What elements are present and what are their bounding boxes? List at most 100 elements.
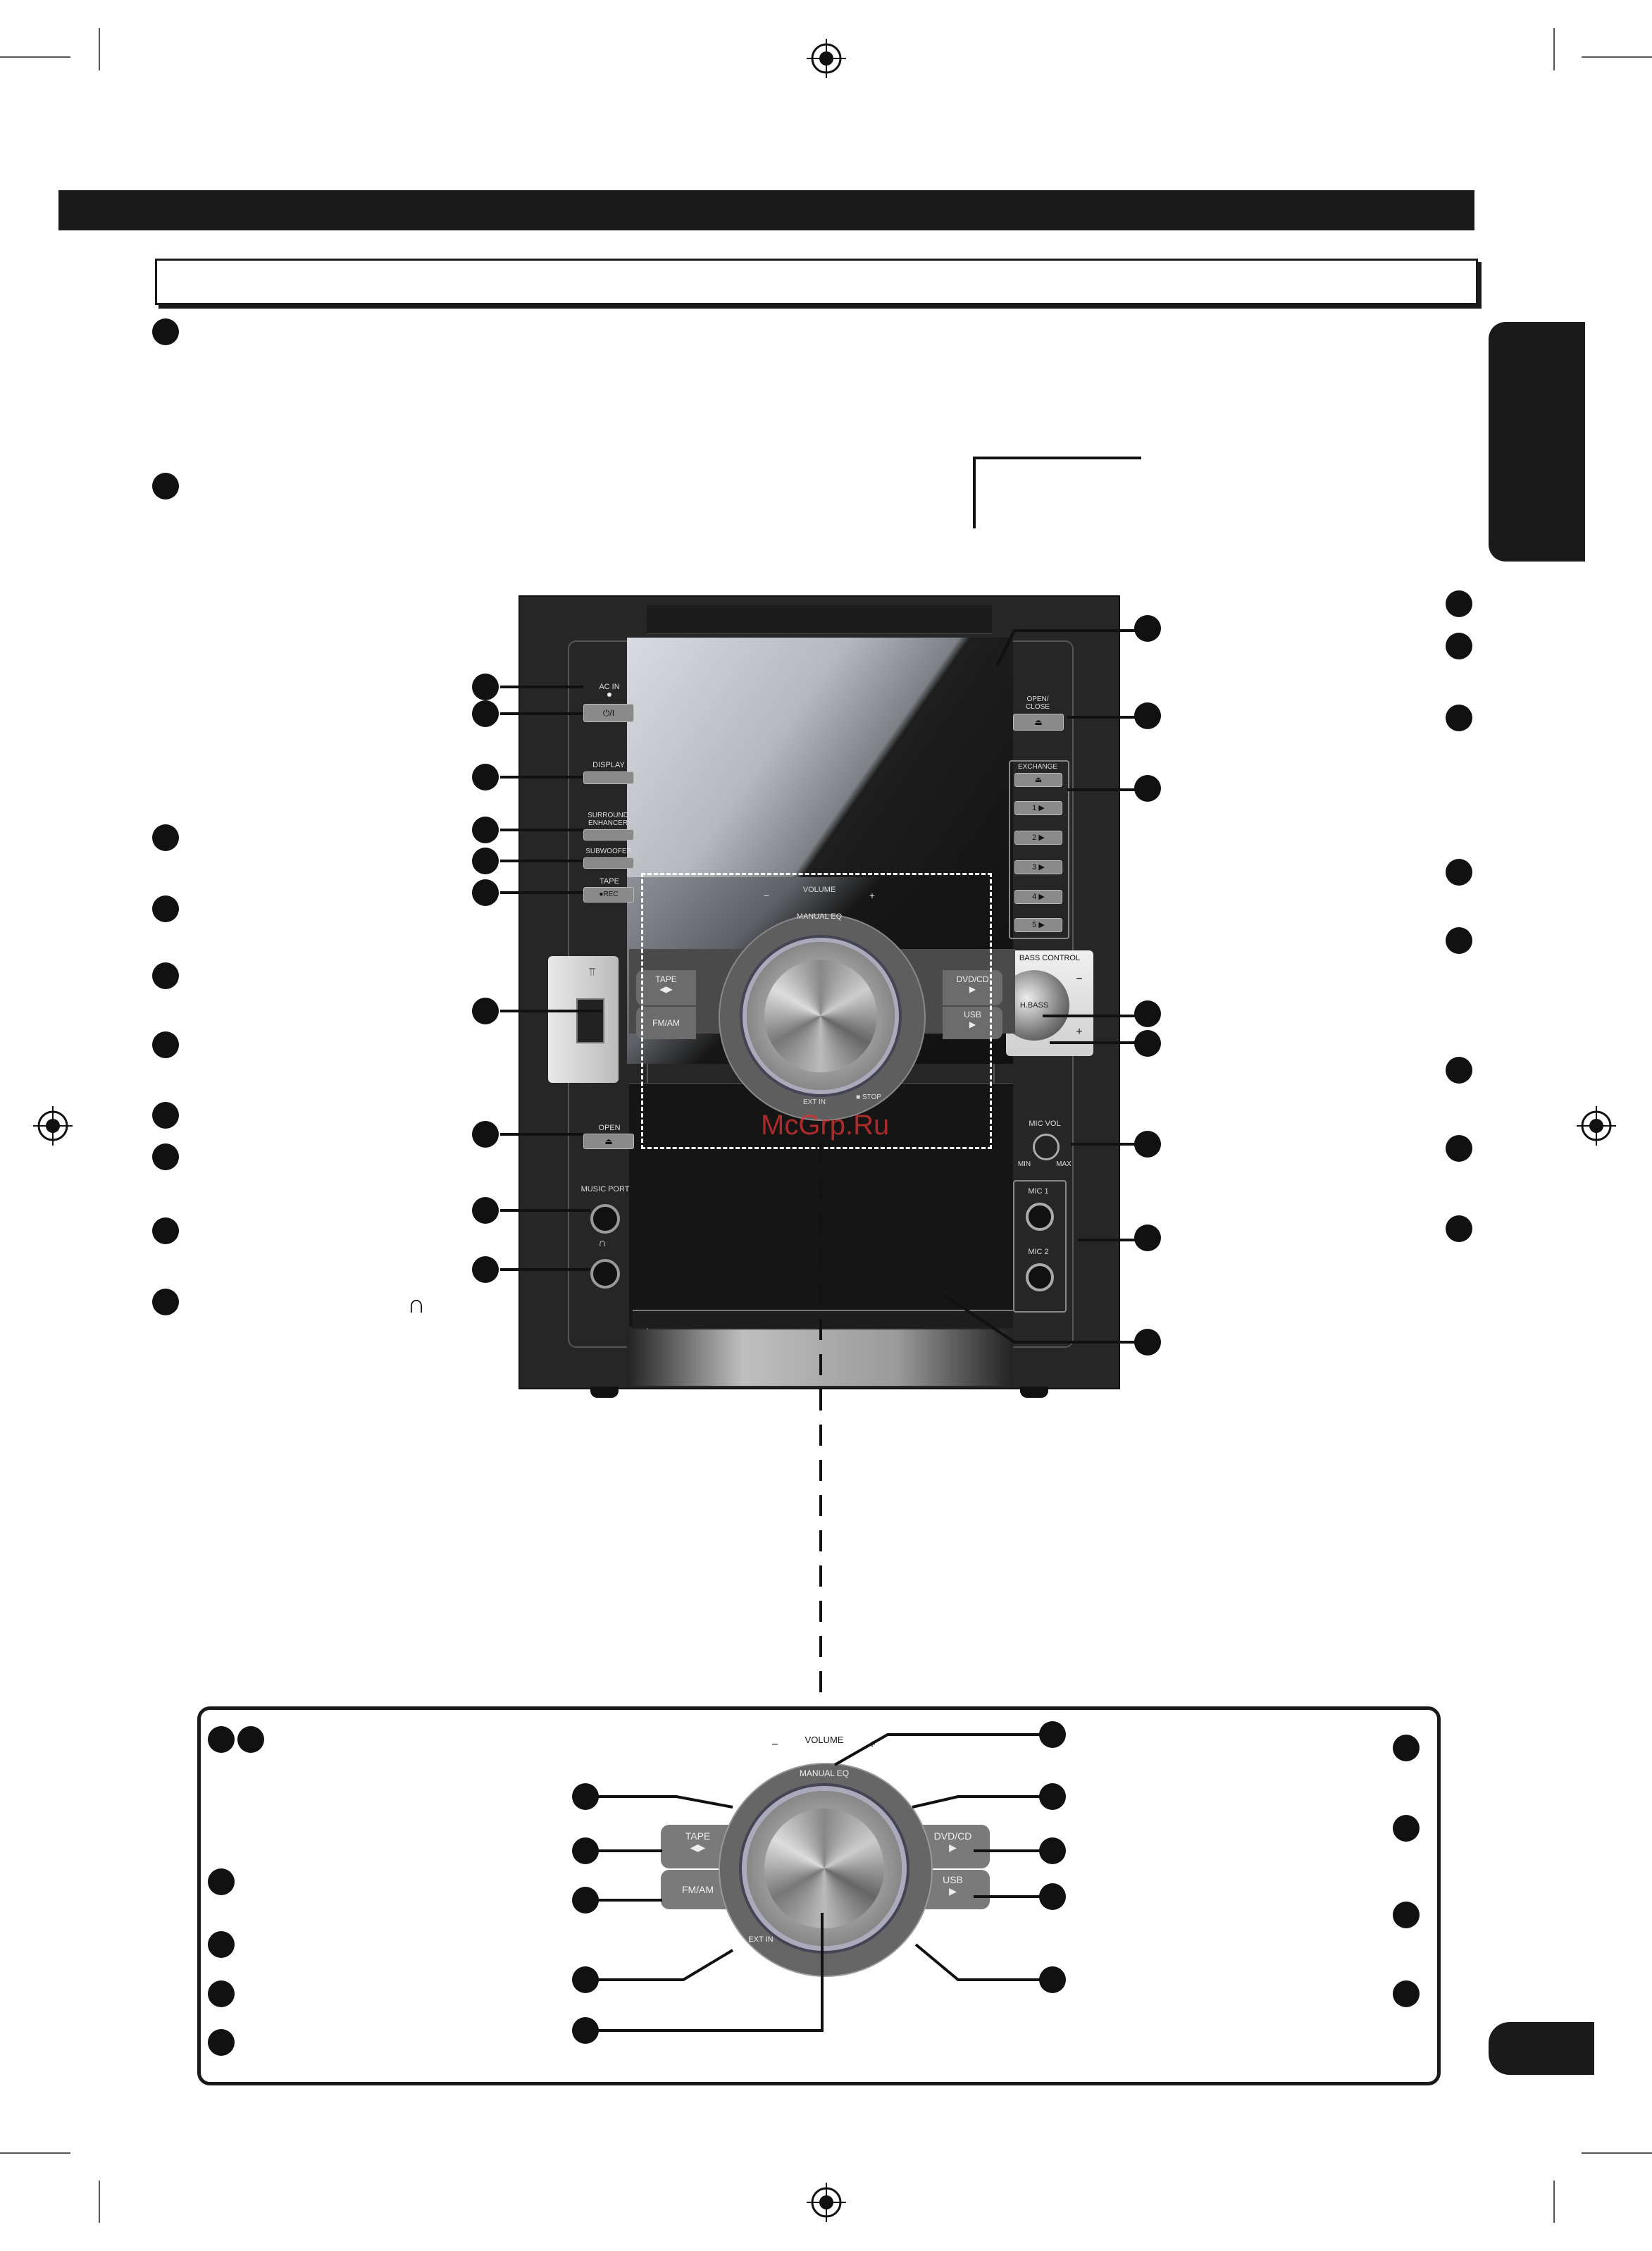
callout-marker — [1039, 1883, 1066, 1910]
bullet-marker — [152, 1102, 179, 1129]
registration-mark-icon — [33, 1106, 73, 1146]
usb-port-panel: ⫪ — [548, 956, 619, 1083]
mic-1-label: MIC 1 — [1028, 1187, 1049, 1196]
mic-2-jack[interactable] — [1026, 1263, 1054, 1291]
bullet-marker — [1446, 705, 1472, 731]
music-port-label: MUSIC PORT — [580, 1185, 630, 1193]
bullet-marker — [1446, 1135, 1472, 1162]
volume-plus-label: + — [869, 890, 876, 901]
open-label: OPEN — [598, 1124, 621, 1132]
language-side-tab — [1489, 322, 1585, 562]
detail-volume-knob[interactable] — [764, 1809, 884, 1928]
tape-button-label: TAPE — [655, 974, 677, 984]
cassette-open-button[interactable]: ⏏ — [583, 1134, 634, 1149]
callout-marker — [472, 998, 499, 1024]
bullet-marker — [152, 962, 179, 989]
ac-in-led — [607, 693, 611, 697]
disc-3-button[interactable]: 3 ▶ — [1014, 860, 1062, 874]
tape-rec-label: TAPE — [600, 877, 619, 886]
exchange-label: EXCHANGE — [1017, 763, 1058, 771]
open-close-label: OPEN/ CLOSE — [1026, 695, 1050, 711]
callout-marker — [1134, 1000, 1161, 1027]
mic-volume-knob[interactable] — [1033, 1134, 1060, 1160]
bullet-marker — [152, 1289, 179, 1315]
headphones-jack[interactable] — [590, 1259, 620, 1289]
crop-mark — [1582, 2152, 1652, 2154]
dvd-cd-button[interactable]: DVD/CD▶ — [943, 970, 1002, 1005]
foot — [590, 1387, 619, 1398]
detail-tape-symbol: ◀▶ — [690, 1842, 706, 1853]
usb-button-label: USB — [964, 1010, 981, 1019]
crop-mark — [99, 28, 100, 70]
bass-control-label: BASS CONTROL — [1019, 954, 1081, 962]
bullet-marker — [208, 1868, 235, 1895]
bullet-marker — [1446, 859, 1472, 886]
detail-volume-label: VOLUME — [805, 1735, 844, 1745]
callout-marker — [1039, 1783, 1066, 1810]
callout-marker — [1134, 1224, 1161, 1251]
watermark: McGrp.Ru — [761, 1110, 890, 1141]
mic-vol-label: MIC VOL — [1029, 1120, 1061, 1128]
power-button[interactable]: ⏻/I — [583, 704, 634, 722]
bullet-marker — [152, 824, 179, 851]
callout-marker — [1039, 1966, 1066, 1993]
detail-manual-eq-button[interactable]: MANUAL EQ — [799, 1768, 850, 1778]
crop-mark — [99, 2181, 100, 2223]
usb-icon: ⫪ — [589, 967, 596, 979]
dvd-cd-button-label: DVD/CD — [956, 974, 989, 984]
disc-5-button[interactable]: 5 ▶ — [1014, 918, 1062, 932]
callout-marker — [472, 879, 499, 906]
detail-ext-in-button[interactable]: EXT IN — [748, 1935, 774, 1944]
ac-in-label: AC IN — [599, 683, 620, 691]
registration-mark-icon — [807, 2183, 846, 2222]
usb-source-button[interactable]: USB▶ — [943, 1007, 1002, 1039]
disc-1-button[interactable]: 1 ▶ — [1014, 801, 1062, 815]
callout-marker — [472, 700, 499, 727]
volume-knob[interactable] — [764, 960, 877, 1072]
mic-max-label: MAX — [1056, 1160, 1072, 1168]
detail-usb-label: USB — [943, 1874, 963, 1885]
bullet-marker — [152, 1031, 179, 1058]
fm-am-button[interactable]: FM/AM — [636, 1007, 696, 1039]
bullet-marker — [152, 1143, 179, 1170]
bullet-marker — [1393, 1902, 1420, 1928]
music-port-jack[interactable] — [590, 1204, 620, 1234]
bullet-marker — [1446, 633, 1472, 659]
callout-marker — [572, 1966, 599, 1993]
stop-button[interactable]: ■ STOP — [856, 1093, 881, 1101]
callout-marker — [472, 674, 499, 700]
exchange-button[interactable]: ⏏ — [1014, 773, 1062, 787]
bullet-marker — [1446, 1215, 1472, 1242]
bullet-marker — [1393, 1815, 1420, 1842]
callout-marker — [1039, 1837, 1066, 1864]
display-button[interactable] — [583, 771, 634, 784]
mic-1-jack[interactable] — [1026, 1203, 1054, 1231]
bullet-marker — [1446, 927, 1472, 954]
bullet-marker — [152, 895, 179, 922]
disc-2-button[interactable]: 2 ▶ — [1014, 831, 1062, 845]
callout-marker — [472, 1121, 499, 1148]
volume-minus-label: − — [763, 890, 770, 901]
subwoofer-button[interactable] — [583, 857, 634, 869]
ext-in-button[interactable]: EXT IN — [802, 1098, 826, 1106]
foot — [1020, 1387, 1048, 1398]
manual-eq-button[interactable]: MANUAL EQ — [796, 912, 843, 921]
mic-input-group — [1013, 1180, 1067, 1313]
subsection-title-box — [155, 259, 1478, 305]
surround-enhancer-label: SURROUND ENHANCER — [588, 812, 628, 827]
usb-port[interactable] — [576, 998, 604, 1043]
tape-rec-button[interactable]: ●REC — [583, 887, 634, 903]
surround-enhancer-button[interactable] — [583, 829, 634, 841]
disc-4-button[interactable]: 4 ▶ — [1014, 890, 1062, 904]
callout-marker — [472, 848, 499, 874]
tape-button[interactable]: TAPE◀▶ — [636, 970, 696, 1005]
detail-dial: TAPE◀▶ FM/AM DVD/CD▶ USB▶ VOLUME − + MAN… — [661, 1735, 990, 1995]
volume-label: VOLUME — [802, 886, 836, 894]
bullet-marker — [237, 1726, 264, 1753]
callout-marker — [1134, 615, 1161, 642]
cassette-bottom-strip — [633, 1310, 1013, 1328]
callout-marker — [1134, 702, 1161, 729]
disc-open-close-button[interactable]: ⏏ — [1013, 714, 1064, 731]
